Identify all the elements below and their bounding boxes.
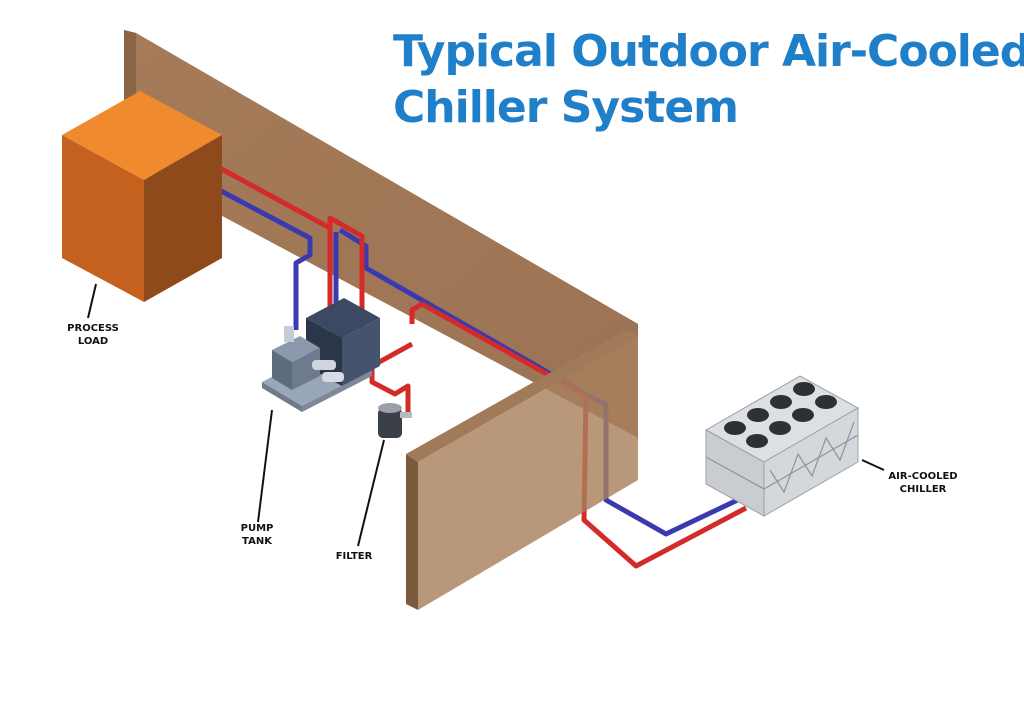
front-wall [406, 330, 638, 610]
title-line-1: Typical Outdoor Air-Cooled [393, 26, 1024, 77]
pump-tank-unit [262, 298, 380, 412]
process-load-unit [62, 91, 222, 302]
pump-tank-label: PUMP TANK [240, 523, 274, 547]
process-load-label: PROCESS LOAD [67, 323, 119, 347]
pump-tank-leader [257, 409, 273, 523]
filter-unit [378, 403, 412, 438]
diagram-title: Typical Outdoor Air-Cooled Chiller Syste… [393, 24, 1024, 136]
process-load-leader [87, 283, 97, 319]
filter-label: FILTER [335, 551, 373, 562]
chiller-leader [861, 459, 885, 471]
air-cooled-chiller-unit [704, 375, 860, 517]
filter-leader [357, 439, 385, 547]
air-cooled-chiller-label: AIR-COOLED CHILLER [888, 471, 958, 495]
title-line-2: Chiller System [393, 82, 739, 133]
